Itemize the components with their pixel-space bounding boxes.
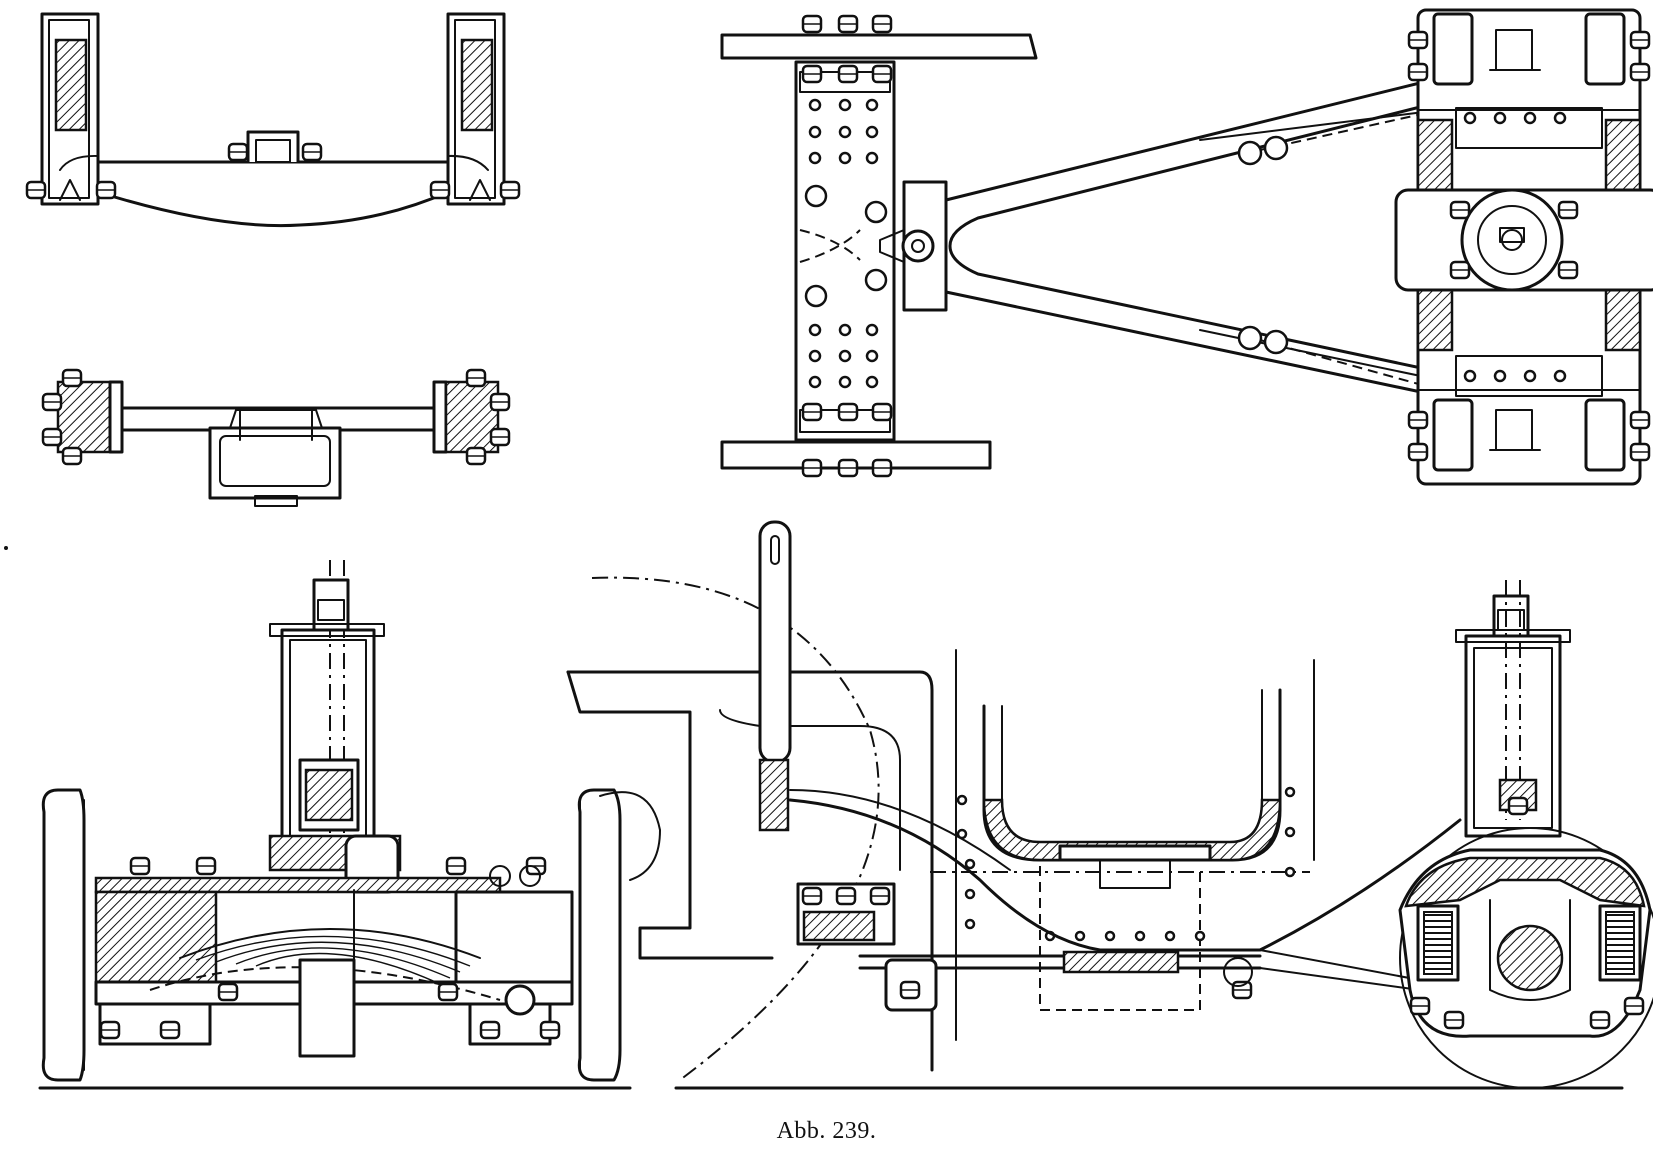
stray-mark — [4, 546, 8, 550]
axle-plan-view — [41, 368, 511, 507]
axle-cross-section — [38, 560, 632, 1090]
figure-caption: Abb. 239. — [776, 1118, 877, 1144]
end-view-upper — [25, 12, 521, 228]
side-elevation — [566, 520, 1653, 1090]
frame-plan-view — [720, 8, 1653, 486]
